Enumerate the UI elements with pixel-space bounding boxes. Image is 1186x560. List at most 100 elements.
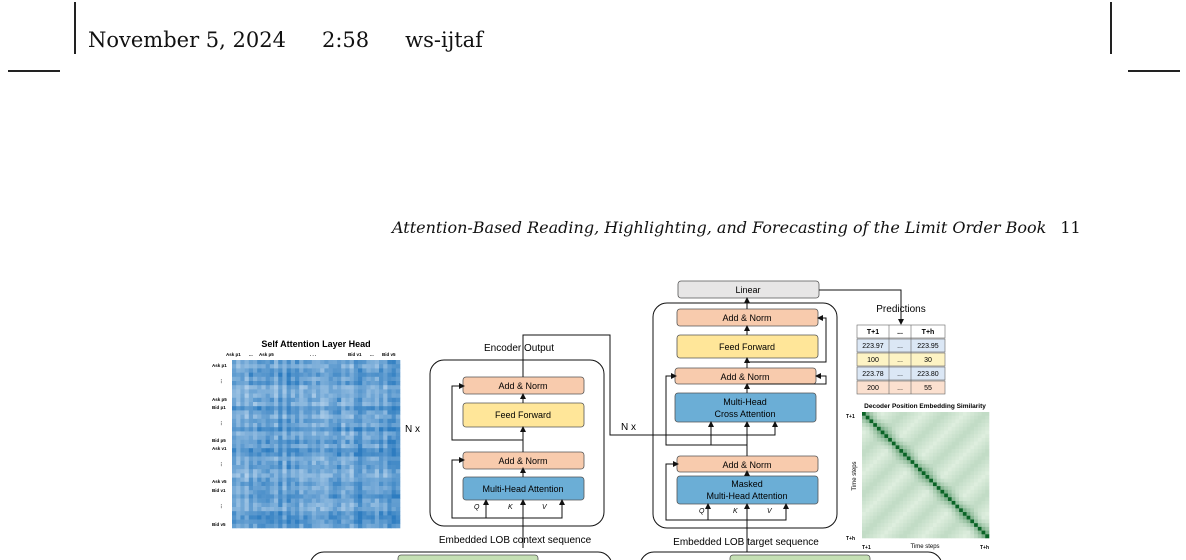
similarity-cell: [888, 486, 893, 491]
similarity-cell: [914, 419, 919, 424]
heatmap-cell: [232, 498, 237, 504]
similarity-cell: [876, 434, 881, 439]
similarity-cell: [932, 489, 938, 494]
similarity-cell: [962, 423, 967, 428]
similarity-cell: [884, 530, 889, 535]
similarity-cell: [869, 412, 874, 417]
similarity-cell: [936, 423, 941, 428]
heatmap-cell: [311, 376, 317, 382]
heatmap-cell: [362, 507, 367, 512]
heatmap-cell: [316, 444, 321, 449]
predictions-cell: ...: [897, 385, 903, 392]
similarity-cell: [944, 515, 949, 520]
similarity-cell: [869, 486, 874, 491]
similarity-cell: [936, 482, 941, 487]
similarity-cell: [903, 508, 908, 513]
heatmap-cell: [349, 456, 355, 462]
heatmap-cell: [311, 393, 317, 399]
heatmap-cell: [282, 372, 287, 378]
heatmap-cell: [320, 435, 325, 441]
similarity-cell: [925, 504, 930, 509]
heatmap-cell: [324, 444, 329, 449]
heatmap-cell: [282, 435, 287, 441]
heatmap-cell: [320, 515, 325, 520]
heatmap-cell: [274, 431, 279, 436]
heatmap-cell: [236, 448, 241, 453]
heatmap-cell: [374, 435, 380, 441]
heatmap-cell: [303, 519, 308, 525]
similarity-cell: [962, 445, 967, 450]
crop-mark-left-horizontal: [8, 70, 60, 72]
heatmap-cell: [299, 498, 304, 504]
heatmap-cell: [265, 469, 271, 474]
heatmap-cell: [320, 439, 325, 445]
heatmap-cell: [286, 477, 292, 483]
similarity-cell: [869, 437, 874, 442]
heatmap-cell: [316, 486, 321, 491]
heatmap-cell: [303, 406, 308, 411]
heatmap-cell: [295, 444, 300, 449]
heatmap-cell: [261, 519, 266, 525]
similarity-cell: [932, 441, 938, 446]
similarity-cell: [891, 426, 896, 431]
heatmap-cell: [362, 481, 367, 487]
heatmap-cell: [370, 473, 376, 478]
heatmap-cell: [269, 402, 275, 407]
similarity-cell: [921, 415, 926, 420]
similarity-cell: [895, 449, 900, 454]
heatmap-cell: [286, 385, 292, 390]
heatmap-cell: [240, 486, 245, 491]
similarity-cell: [936, 434, 941, 439]
heatmap-cell: [261, 507, 266, 512]
similarity-cell: [865, 534, 870, 539]
heatmap-cell: [240, 406, 245, 411]
heatmap-cell: [395, 435, 401, 441]
heatmap-cell: [370, 423, 376, 428]
similarity-cell: [962, 471, 967, 476]
similarity-cell: [903, 463, 908, 468]
heatmap-cell: [303, 427, 308, 432]
heatmap-cell: [311, 439, 317, 445]
heatmap-cell: [324, 414, 329, 420]
heatmap-cell: [286, 473, 292, 478]
heatmap-cell: [236, 490, 241, 495]
heatmap-cell: [395, 460, 401, 466]
heatmap-cell: [248, 519, 254, 525]
heatmap-cell: [295, 498, 300, 504]
heatmap-cell: [345, 372, 350, 378]
similarity-cell: [910, 434, 915, 439]
similarity-cell: [862, 486, 867, 491]
similarity-cell: [959, 526, 964, 531]
heatmap-cell: [248, 523, 254, 529]
heatmap-cell: [387, 511, 392, 516]
heatmap-top-label: Bid v1: [348, 352, 362, 357]
heatmap-cell: [244, 439, 250, 445]
similarity-cell: [981, 449, 986, 454]
heatmap-cell: [248, 385, 254, 390]
similarity-cell: [899, 486, 904, 491]
heatmap-cell: [379, 515, 384, 520]
similarity-cell: [876, 463, 881, 468]
heatmap-cell: [253, 486, 258, 491]
heatmap-cell: [366, 511, 371, 516]
heatmap-cell: [240, 519, 245, 525]
heatmap-cell: [374, 523, 380, 529]
similarity-cell: [862, 441, 867, 446]
heatmap-cell: [311, 477, 317, 483]
similarity-cell: [918, 441, 923, 446]
similarity-cell: [947, 482, 952, 487]
similarity-cell: [888, 475, 893, 480]
heatmap-cell: [253, 465, 258, 470]
similarity-cell: [910, 478, 915, 483]
encoder-output-label: Encoder Output: [484, 343, 554, 354]
decoder-q-label: Q: [699, 508, 705, 515]
similarity-cell: [891, 437, 896, 442]
similarity-cell: [977, 508, 982, 513]
similarity-cell: [906, 500, 911, 505]
heatmap-cell: [274, 490, 279, 495]
heatmap-cell: [274, 469, 279, 474]
heatmap-cell: [332, 381, 338, 386]
heatmap-cell: [265, 376, 271, 382]
similarity-cell: [895, 523, 900, 528]
similarity-cell: [918, 508, 923, 513]
